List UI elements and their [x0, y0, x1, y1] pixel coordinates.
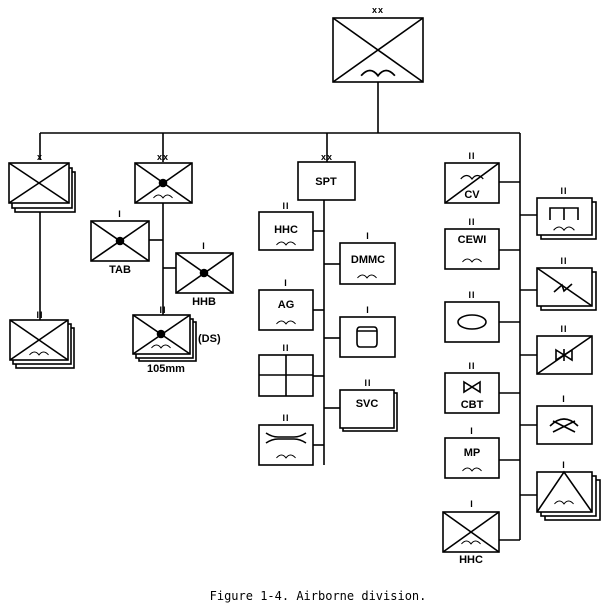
svc-label: SVC	[356, 398, 379, 410]
medical-battalion-echelon-label: II	[282, 413, 289, 423]
maintenance-battalion-symbol	[258, 354, 314, 397]
ds-label: (DS)	[198, 333, 221, 345]
cavalry-label: CV	[464, 189, 480, 201]
spt-hhc-label: HHC	[274, 224, 298, 236]
division-artillery-symbol	[134, 162, 193, 204]
artillery-battalion-echelon-label: II	[159, 305, 166, 315]
svc-symbol	[339, 389, 398, 432]
supply-company-symbol	[339, 316, 396, 358]
combat-electronic-label: CBT	[461, 399, 484, 411]
tab-label: TAB	[109, 264, 131, 276]
cewi-symbol	[444, 228, 500, 270]
connector-lines	[39, 82, 537, 541]
aviation-battalion-symbol	[536, 470, 601, 521]
maintenance-battalion-echelon-label: II	[282, 343, 289, 353]
howitzer-label: 105mm	[147, 363, 185, 375]
engineer-battalion-symbol	[536, 197, 597, 240]
dmmc-label: DMMC	[351, 254, 385, 266]
ag-label: AG	[278, 299, 295, 311]
spt-hhc-echelon-label: II	[282, 201, 289, 211]
combat-electronic-echelon-label: II	[468, 361, 475, 371]
brigade-stack-symbol	[8, 162, 76, 213]
tab-battery-symbol	[90, 220, 150, 262]
hhb-battery-symbol	[175, 252, 234, 294]
figure-caption: Figure 1-4. Airborne division.	[210, 589, 427, 603]
division-artillery-echelon-label: xx	[157, 152, 169, 162]
aviation-echelon-label: I	[562, 460, 566, 470]
cewi-echelon-label: II	[468, 217, 475, 227]
cavalry-echelon-label: II	[468, 151, 475, 161]
division-hhc-echelon-label: I	[470, 499, 474, 509]
hhb-echelon-label: I	[202, 241, 206, 251]
infantry-battalion-stack-symbol	[9, 319, 75, 369]
armor-echelon-label: II	[468, 290, 475, 300]
brigade-echelon-label: x	[37, 152, 43, 162]
dmmc-symbol	[339, 242, 396, 285]
military-police-symbol	[444, 437, 500, 479]
hhb-label: HHB	[192, 296, 216, 308]
artillery-battalion-stack-symbol	[132, 314, 197, 362]
chemical-company-symbol	[536, 405, 593, 445]
division-hhc-label: HHC	[459, 554, 483, 566]
air-defense-battalion-symbol	[536, 335, 593, 375]
ag-symbol	[258, 289, 314, 331]
division-hhc-symbol	[442, 511, 500, 553]
division-hq-symbol	[332, 17, 424, 83]
cewi-label: CEWI	[458, 234, 487, 246]
svc-echelon-label: II	[364, 378, 371, 388]
support-command-echelon-label: xx	[321, 152, 333, 162]
military-police-echelon-label: I	[470, 426, 474, 436]
support-command-symbol	[297, 161, 356, 201]
tab-echelon-label: I	[118, 209, 122, 219]
supply-company-echelon-label: I	[366, 305, 370, 315]
infantry-battalion-echelon-label: II	[36, 310, 43, 320]
combat-electronic-symbol	[444, 372, 500, 414]
air-defense-echelon-label: II	[560, 324, 567, 334]
engineer-echelon-label: II	[560, 186, 567, 196]
dmmc-echelon-label: I	[366, 231, 370, 241]
chemical-company-echelon-label: I	[562, 394, 566, 404]
military-police-label: MP	[464, 447, 481, 459]
signal-battalion-symbol	[536, 267, 597, 311]
support-command-label: SPT	[315, 176, 337, 188]
cavalry-squadron-symbol	[444, 162, 500, 204]
ag-echelon-label: I	[284, 278, 288, 288]
division-echelon-label: xx	[372, 5, 384, 15]
spt-hhc-symbol	[258, 211, 314, 251]
medical-battalion-symbol	[258, 424, 314, 466]
armor-battalion-symbol	[444, 301, 500, 343]
signal-echelon-label: II	[560, 256, 567, 266]
